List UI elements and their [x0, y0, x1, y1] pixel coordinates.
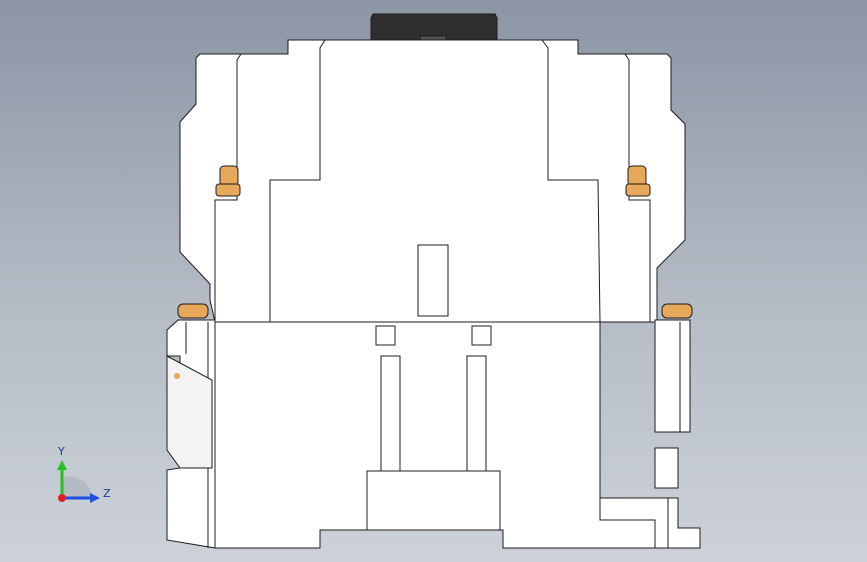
- bottom-center-block: [366, 470, 501, 531]
- screw-right-upper: [625, 165, 651, 197]
- right-bottom-bracket: [599, 497, 701, 549]
- screw-left-upper: [215, 165, 241, 197]
- screw-right-lower: [661, 303, 693, 319]
- left-side-panel: [214, 39, 326, 323]
- triad-z-label: Z: [103, 487, 111, 500]
- left-indicator-square: [375, 325, 396, 346]
- screw-left-lower: [177, 303, 209, 319]
- right-side-panel: [541, 39, 651, 323]
- right-indicator-square: [471, 325, 492, 346]
- top-cap-slot: [419, 35, 447, 41]
- lower-housing: [214, 321, 656, 549]
- right-terminal-block: [654, 319, 691, 433]
- center-window: [417, 244, 449, 317]
- left-vertical-bar: [380, 355, 401, 472]
- triad-y-label: Y: [57, 445, 65, 458]
- right-vertical-bar: [466, 355, 487, 472]
- right-small-box: [654, 447, 679, 489]
- coordinate-triad-icon: Y Z: [57, 445, 111, 503]
